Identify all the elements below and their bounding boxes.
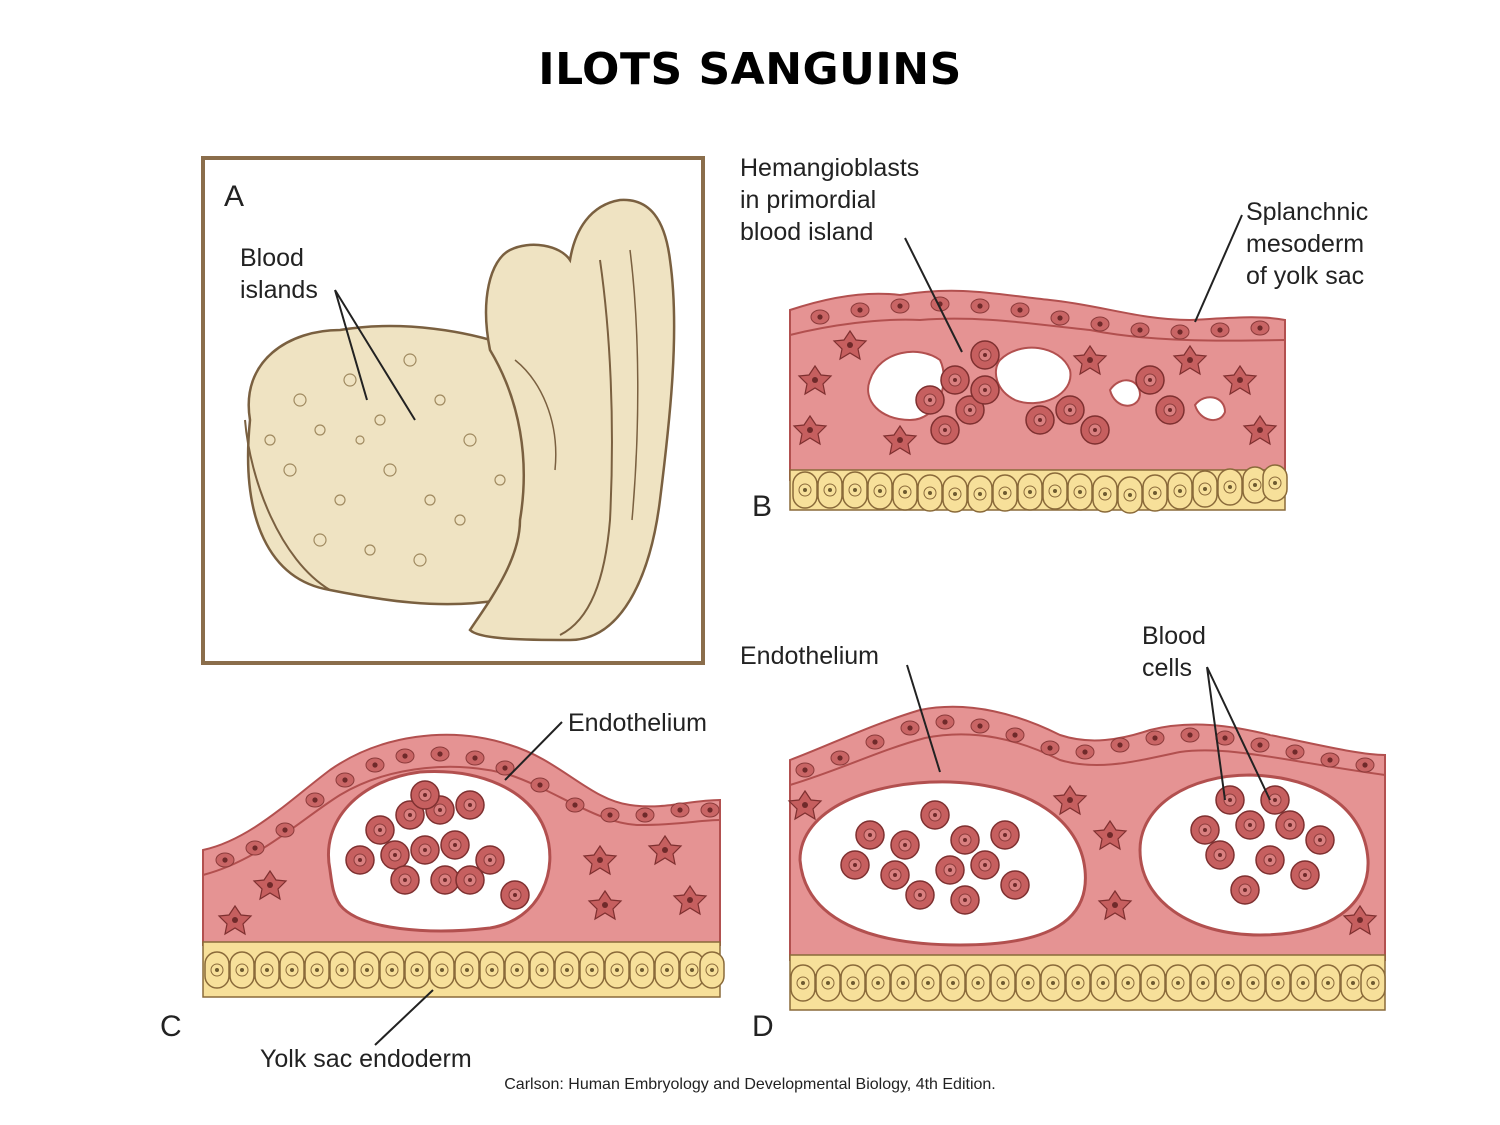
splanchnic-mesoderm-label: Splanchnic mesoderm of yolk sac bbox=[1246, 198, 1369, 290]
panel-b-section bbox=[789, 214, 1288, 514]
source-caption: Carlson: Human Embryology and Developmen… bbox=[504, 1076, 996, 1093]
yolk-sac-endoderm-label: Yolk sac endoderm bbox=[260, 1045, 472, 1073]
panel-c-letter: C bbox=[160, 1010, 182, 1043]
blood-cells-label: Blood cells bbox=[1142, 622, 1206, 682]
endothelium-label-d: Endothelium bbox=[740, 642, 879, 670]
panel-c-section bbox=[202, 721, 725, 1046]
panel-a-embryo bbox=[201, 156, 705, 665]
hemangioblasts-label: Hemangioblasts in primordial blood islan… bbox=[740, 154, 920, 246]
panel-b-letter: B bbox=[752, 490, 773, 523]
page-title: ILOTS SANGUINS bbox=[538, 44, 962, 95]
blood-islands-label: Blood islands bbox=[240, 244, 318, 304]
endothelium-label-c: Endothelium bbox=[568, 709, 707, 737]
panel-a-letter: A bbox=[224, 180, 245, 213]
panel-d-section bbox=[788, 664, 1386, 1011]
panel-d-letter: D bbox=[752, 1010, 774, 1043]
